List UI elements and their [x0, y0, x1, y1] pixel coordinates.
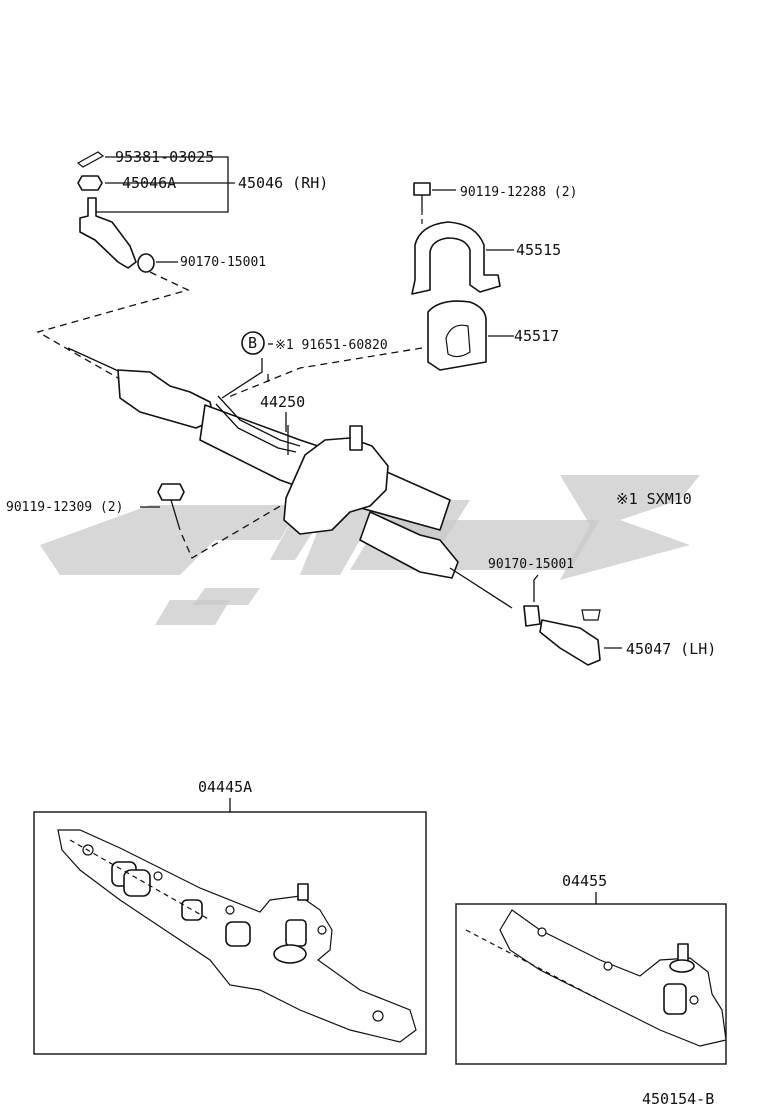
- label-rack-assembly: 44250: [260, 393, 305, 411]
- bracket-group: [225, 182, 514, 399]
- label-nut: 45046A: [122, 174, 176, 192]
- label-cushion: 45517: [514, 327, 559, 345]
- kit-b-panel: 04455: [455, 872, 727, 1065]
- kit-a-frame: [33, 811, 427, 1055]
- label-grommet-upper: 90170-15001: [180, 255, 266, 270]
- label-circle-b: B: [248, 334, 257, 352]
- bolt-lower-icon: [157, 483, 185, 501]
- label-bolt-upper: 90119-12288 (2): [460, 185, 577, 200]
- figure-number: 450154-B: [642, 1090, 714, 1108]
- boot-right-icon: [359, 511, 459, 579]
- circle-b-icon: [241, 331, 265, 355]
- label-tie-rod-end-rh: 45046 (RH): [238, 174, 328, 192]
- label-bolt-lower: 90119-12309 (2): [6, 500, 123, 515]
- label-tie-rod-end-lh: 45047 (LH): [626, 640, 716, 658]
- bushing-icon: [181, 899, 203, 921]
- grommet-lower-icon: [523, 605, 541, 627]
- grommet-upper-icon: [137, 253, 155, 273]
- steering-rack-assembly: [67, 331, 622, 666]
- bracket-icon: [411, 221, 501, 295]
- spring-icon-b: [663, 983, 687, 1015]
- kit-b-frame: [455, 903, 727, 1065]
- bolt-upper-icon: [413, 182, 431, 196]
- tie-rod-end-lh-icon: [539, 619, 601, 666]
- label-note-model: ※1 SXM10: [616, 490, 692, 508]
- label-bracket: 45515: [516, 241, 561, 259]
- spring-icon: [285, 919, 307, 947]
- label-cotter-pin: 95381-03025: [115, 148, 214, 166]
- cotter-pin-icon: [76, 151, 105, 168]
- nut-icon: [77, 175, 103, 191]
- boot-left-icon: [117, 369, 215, 429]
- label-kit-b: 04455: [562, 872, 607, 890]
- tie-rod-end-rh-icon: [79, 197, 137, 269]
- tie-rod-end-rh-group: [36, 151, 235, 379]
- label-kit-a: 04445A: [198, 778, 252, 796]
- label-note-ref: ※1 91651-60820: [275, 338, 388, 353]
- label-grommet-lower: 90170-15001: [488, 557, 574, 572]
- pinion-shaft-icon: [349, 425, 363, 451]
- shaft-icon: [297, 883, 309, 901]
- kit-a-panel: 04445A: [33, 778, 427, 1055]
